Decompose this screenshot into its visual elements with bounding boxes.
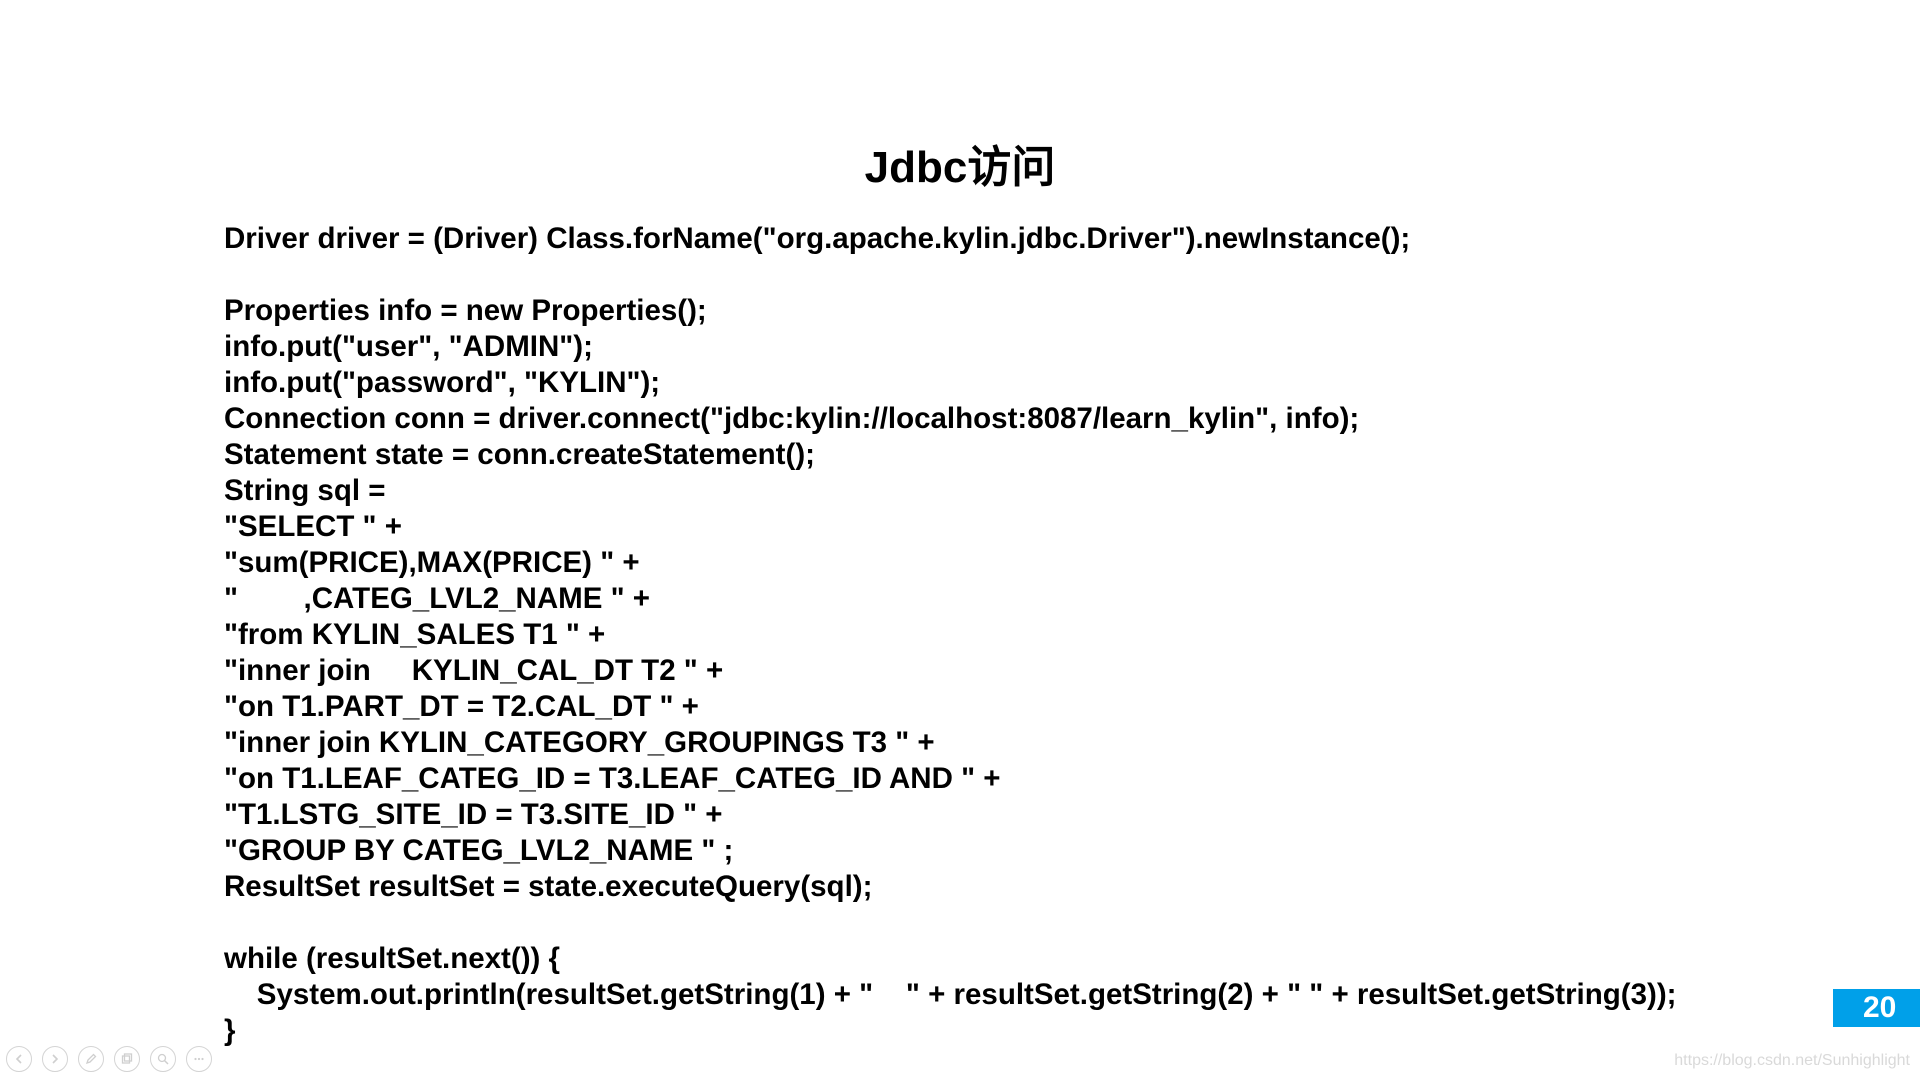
code-line: Statement state = conn.createStatement()… xyxy=(224,438,815,471)
zoom-icon xyxy=(157,1053,169,1065)
slides-overview-icon xyxy=(121,1053,133,1064)
pen-button[interactable] xyxy=(78,1046,104,1072)
code-line: "inner join KYLIN_CAL_DT T2 " + xyxy=(224,654,724,687)
code-line: "SELECT " + xyxy=(224,510,402,543)
code-line: " ,CATEG_LVL2_NAME " + xyxy=(224,582,651,615)
slideshow-controls xyxy=(6,1046,212,1074)
code-line: "sum(PRICE),MAX(PRICE) " + xyxy=(224,546,640,579)
previous-slide-icon xyxy=(15,1054,22,1064)
more-options-button[interactable] xyxy=(186,1046,212,1072)
code-line: "on T1.PART_DT = T2.CAL_DT " + xyxy=(224,690,699,723)
page-number-badge: 20 xyxy=(1833,989,1920,1027)
pen-icon xyxy=(85,1053,97,1065)
more-options-icon xyxy=(194,1057,204,1061)
code-line: System.out.println(resultSet.getString(1… xyxy=(224,978,1677,1011)
watermark: https://blog.csdn.net/Sunhighlight xyxy=(1674,1052,1910,1069)
code-line: Driver driver = (Driver) Class.forName("… xyxy=(224,222,1411,255)
code-line: while (resultSet.next()) { xyxy=(224,942,561,975)
zoom-button[interactable] xyxy=(150,1046,176,1072)
code-line: info.put("password", "KYLIN"); xyxy=(224,366,661,399)
code-line: info.put("user", "ADMIN"); xyxy=(224,330,593,363)
next-slide-icon xyxy=(52,1054,59,1064)
code-line: } xyxy=(224,1014,236,1047)
slide-title: Jdbc访问 xyxy=(864,143,1056,192)
slides-overview-button[interactable] xyxy=(114,1046,140,1072)
code-line: Properties info = new Properties(); xyxy=(224,294,707,327)
code-block: Driver driver = (Driver) Class.forName("… xyxy=(224,221,1677,1049)
code-line: Connection conn = driver.connect("jdbc:k… xyxy=(224,402,1360,435)
previous-slide-button[interactable] xyxy=(6,1046,32,1072)
code-line: "GROUP BY CATEG_LVL2_NAME " ; xyxy=(224,834,734,867)
code-line: "from KYLIN_SALES T1 " + xyxy=(224,618,606,651)
code-line: "T1.LSTG_SITE_ID = T3.SITE_ID " + xyxy=(224,798,723,831)
code-line xyxy=(224,257,1677,293)
code-line: "inner join KYLIN_CATEGORY_GROUPINGS T3 … xyxy=(224,726,935,759)
code-line: String sql = xyxy=(224,474,386,507)
code-line: "on T1.LEAF_CATEG_ID = T3.LEAF_CATEG_ID … xyxy=(224,762,1001,795)
page-number: 20 xyxy=(1863,991,1897,1024)
code-line: ResultSet resultSet = state.executeQuery… xyxy=(224,870,873,903)
code-line xyxy=(224,905,1677,941)
next-slide-button[interactable] xyxy=(42,1046,68,1072)
